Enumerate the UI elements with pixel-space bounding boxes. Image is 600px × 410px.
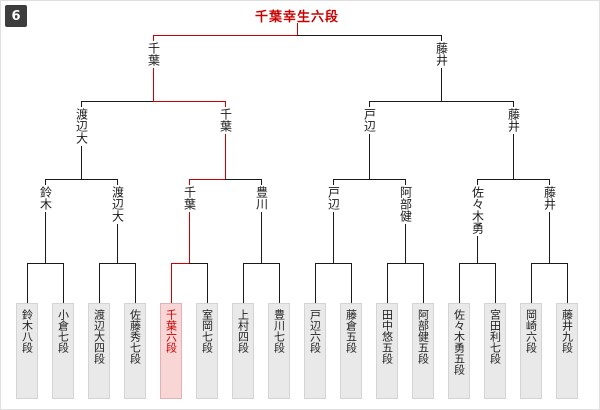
player-box: 戸辺六段: [304, 303, 326, 399]
bracket-line: [531, 263, 568, 264]
bracket-line: [297, 35, 442, 36]
bracket-line: [243, 263, 244, 303]
player-name: 宮田利七段: [488, 309, 502, 364]
bracket-line: [513, 101, 514, 179]
bracket-line: [45, 179, 118, 180]
player-name: 田中悠五段: [380, 309, 394, 364]
bracket-line: [189, 179, 226, 180]
round-label-quarterfinalist: 藤井: [540, 185, 558, 212]
bracket-line: [315, 263, 352, 264]
player-box: 室岡七段: [196, 303, 218, 399]
bracket-line: [441, 35, 442, 101]
round-label-semifinalist: 藤井: [504, 107, 522, 134]
player-box: 阿部健五段: [412, 303, 434, 399]
player-box: 渡辺大四段: [88, 303, 110, 399]
bracket-line: [99, 263, 136, 264]
bracket-line: [387, 263, 424, 264]
bracket-line: [315, 263, 316, 303]
bracket-line: [387, 263, 388, 303]
player-box: 田中悠五段: [376, 303, 398, 399]
round-label-quarterfinalist: 鈴木: [36, 185, 54, 212]
bracket-line: [477, 179, 550, 180]
bracket-line: [45, 179, 46, 263]
player-name: 鈴木八段: [20, 309, 34, 353]
bracket-line: [225, 179, 262, 180]
bracket-line: [549, 179, 550, 263]
bracket-line: [99, 263, 100, 303]
bracket-line: [135, 263, 136, 303]
bracket-line: [333, 179, 406, 180]
player-name: 佐々木勇五段: [452, 309, 466, 375]
player-name: 室岡七段: [200, 309, 214, 353]
player-name: 渡辺大四段: [92, 309, 106, 364]
round-label-semifinalist: 千葉: [216, 107, 234, 134]
bracket-line: [369, 101, 514, 102]
player-box: 佐藤秀七段: [124, 303, 146, 399]
round-label-finalist: 千葉: [144, 41, 162, 68]
round-label-quarterfinalist: 戸辺: [324, 185, 342, 212]
bracket-line: [81, 101, 154, 102]
bracket-line: [243, 263, 280, 264]
block-number-badge: 6: [5, 5, 27, 27]
bracket-line: [225, 101, 226, 179]
player-box: 鈴木八段: [16, 303, 38, 399]
player-name: 小倉七段: [56, 309, 70, 353]
player-name: 佐藤秀七段: [128, 309, 142, 364]
champion-name: 千葉幸生六段: [254, 10, 340, 25]
player-box: 藤井九段: [556, 303, 578, 399]
bracket-line: [459, 263, 496, 264]
bracket-line: [279, 263, 280, 303]
bracket-line: [567, 263, 568, 303]
player-box: 上村四段: [232, 303, 254, 399]
player-name: 豊川七段: [272, 309, 286, 353]
bracket-line: [153, 101, 226, 102]
bracket-line: [189, 179, 190, 263]
bracket-line: [153, 35, 298, 36]
player-name: 岡崎六段: [524, 309, 538, 353]
player-box: 佐々木勇五段: [448, 303, 470, 399]
bracket-line: [261, 179, 262, 263]
bracket-line: [459, 263, 460, 303]
round-label-finalist: 藤井: [432, 41, 450, 68]
bracket-line: [189, 263, 208, 264]
bracket-line: [27, 263, 28, 303]
round-label-semifinalist: 戸辺: [360, 107, 378, 134]
bracket-line: [207, 263, 208, 303]
bracket-line: [369, 101, 370, 179]
player-box: 小倉七段: [52, 303, 74, 399]
bracket-line: [333, 179, 334, 263]
player-box: 豊川七段: [268, 303, 290, 399]
round-label-quarterfinalist: 阿部健: [396, 185, 414, 224]
round-label-quarterfinalist: 佐々木勇: [468, 185, 486, 236]
player-box: 藤倉五段: [340, 303, 362, 399]
round-label-quarterfinalist: 渡辺大: [108, 185, 126, 224]
player-name: 阿部健五段: [416, 309, 430, 364]
bracket-line: [27, 263, 64, 264]
bracket-line: [297, 23, 298, 35]
round-label-quarterfinalist: 千葉: [180, 185, 198, 212]
round-label-quarterfinalist: 豊川: [252, 185, 270, 212]
bracket-line: [495, 263, 496, 303]
player-name: 戸辺六段: [308, 309, 322, 353]
player-name: 藤倉五段: [344, 309, 358, 353]
round-label-semifinalist: 渡辺大: [72, 107, 90, 146]
player-box-winner: 千葉六段: [160, 303, 182, 399]
player-name: 上村四段: [236, 309, 250, 353]
bracket-line: [423, 263, 424, 303]
bracket-line: [351, 263, 352, 303]
bracket-line: [63, 263, 64, 303]
player-box: 岡崎六段: [520, 303, 542, 399]
bracket-line: [171, 263, 172, 303]
bracket-line: [531, 263, 532, 303]
bracket-line: [171, 263, 190, 264]
player-box: 宮田利七段: [484, 303, 506, 399]
bracket-line: [153, 35, 154, 101]
player-name: 千葉六段: [164, 309, 178, 353]
player-name: 藤井九段: [560, 309, 574, 353]
